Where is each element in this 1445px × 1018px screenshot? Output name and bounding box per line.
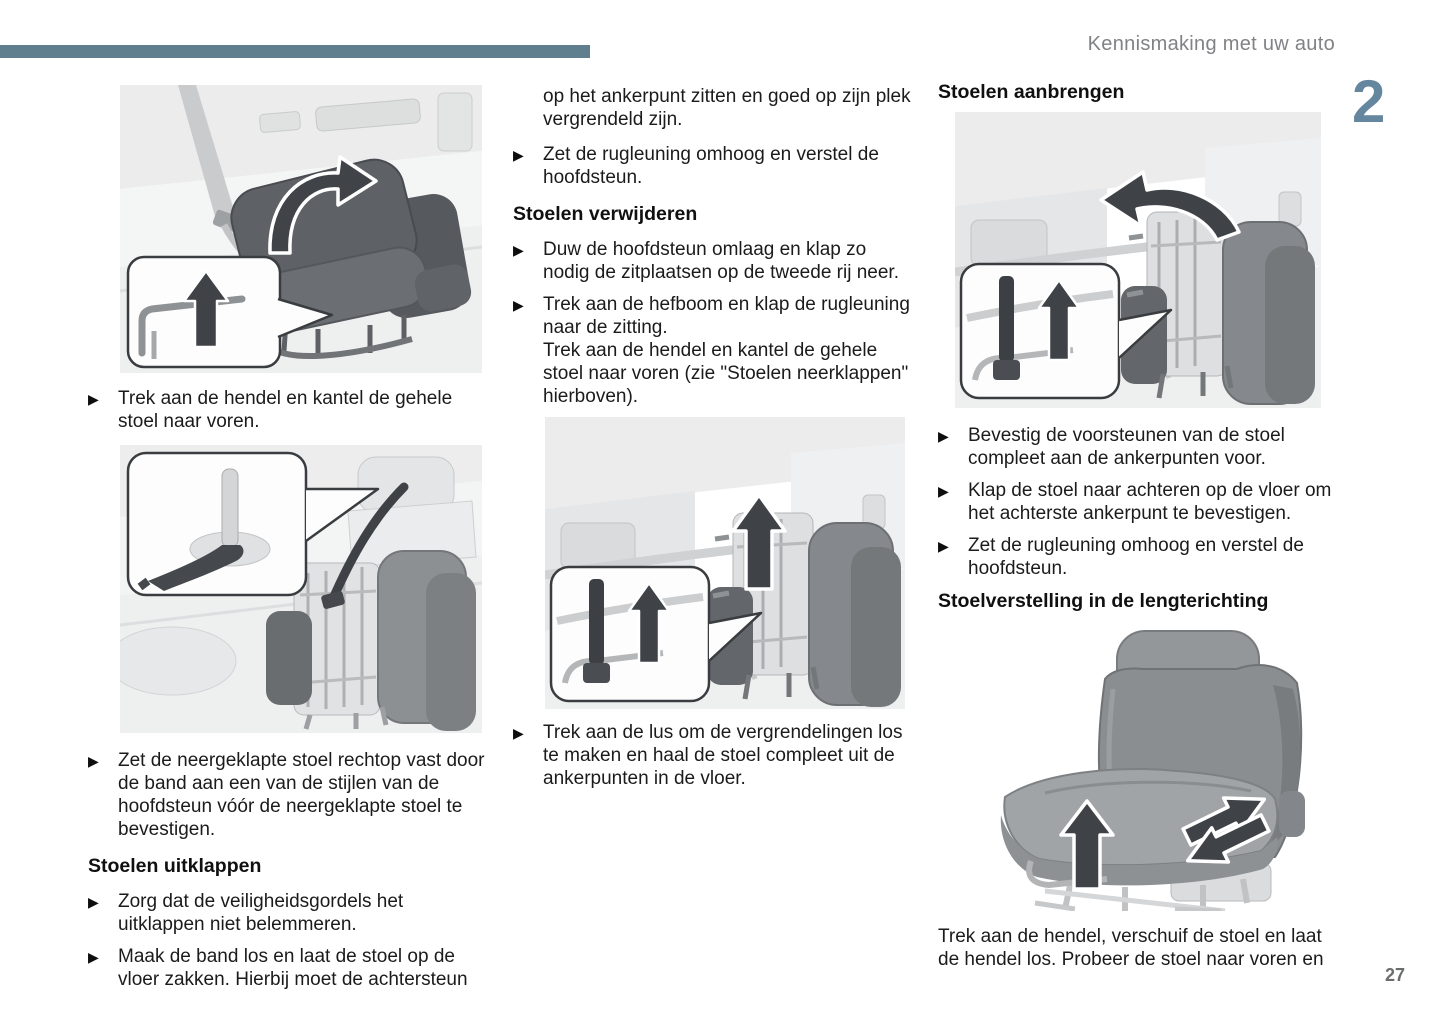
instruction-text: Bevestig de voorsteunen van de stoel com…: [968, 425, 1285, 469]
instruction-text: Zorg dat de veiligheidsgordels het uitkl…: [118, 891, 404, 935]
column-right: Stoelen aanbrengen: [938, 81, 1336, 971]
instruction-item: ▶ Trek aan de hefboom en klap de rugleun…: [513, 293, 911, 408]
seatbelt: [178, 85, 236, 227]
slide-arrows-icon: [1181, 796, 1271, 864]
figure-seat-strap-headrest: [120, 445, 486, 733]
instruction-item: ▶ Trek aan de hendel en kantel de gehele…: [88, 387, 486, 433]
instruction-text: Klap de stoel naar achteren op de vloer …: [968, 480, 1332, 524]
page-header-title: Kennismaking met uw auto: [1087, 33, 1335, 55]
bullet-triangle-icon: ▶: [938, 428, 949, 444]
instruction-item: ▶ Zet de rugleuning omhoog en verstel de…: [938, 534, 1336, 580]
column-left: ▶ Trek aan de hendel en kantel de gehele…: [88, 85, 486, 1000]
figure-seat-remove: [545, 417, 911, 709]
bullet-triangle-icon: ▶: [88, 894, 99, 910]
instruction-text: Duw de hoofdsteun omlaag en klap zo nodi…: [543, 239, 899, 283]
instruction-item: ▶ Duw de hoofdsteun omlaag en klap zo no…: [513, 238, 911, 284]
instruction-item: ▶ Zet de rugleuning omhoog en verstel de…: [513, 143, 911, 189]
page-number: 27: [1384, 965, 1405, 985]
instruction-text: Zet de neergeklapte stoel rechtop vast d…: [118, 750, 485, 840]
bullet-triangle-icon: ▶: [88, 753, 99, 769]
up-arrow-icon: [1059, 799, 1115, 891]
tipped-seat: [707, 512, 901, 707]
instruction-item: ▶ Maak de band los en laat de stoel op d…: [88, 945, 486, 991]
figure-seat-slide-adjust: [975, 623, 1336, 911]
figure-seat-fold-forward: [120, 85, 486, 373]
instruction-text: Trek aan de lus om de vergrendelingen lo…: [543, 722, 903, 789]
column-middle: op het ankerpunt zitten en goed op zijn …: [513, 85, 911, 799]
instruction-text: Trek aan de hendel en kantel de gehele s…: [118, 388, 453, 432]
up-arrow-icon: [182, 269, 230, 349]
handle-inset: [126, 255, 334, 369]
continuation-text: op het ankerpunt zitten en goed op zijn …: [543, 86, 911, 130]
instruction-item: ▶ Klap de stoel naar achteren op de vloe…: [938, 479, 1336, 525]
release-loop-inset: [959, 262, 1173, 400]
bullet-triangle-icon: ▶: [513, 297, 524, 313]
instruction-line: Trek aan de hendel en kantel de gehele s…: [543, 340, 909, 407]
bullet-triangle-icon: ▶: [88, 391, 99, 407]
bullet-triangle-icon: ▶: [88, 949, 99, 965]
lift-handle: [1026, 859, 1108, 889]
bullet-triangle-icon: ▶: [938, 538, 949, 554]
instruction-text: Trek aan de hefboom en klap de rugleunin…: [543, 293, 911, 408]
body-text: Trek aan de hendel, verschuif de stoel e…: [938, 926, 1324, 970]
section-heading: Stoelen verwijderen: [513, 203, 698, 225]
up-arrow-icon: [731, 493, 787, 591]
bullet-triangle-icon: ▶: [938, 483, 949, 499]
retaining-strap: [327, 482, 409, 606]
bullet-triangle-icon: ▶: [513, 242, 524, 258]
bullet-triangle-icon: ▶: [513, 147, 524, 163]
accent-bar: [0, 45, 590, 58]
instruction-item: ▶ Bevestig de voorsteunen van de stoel c…: [938, 424, 1336, 470]
instruction-line: Trek aan de hefboom en klap de rugleunin…: [543, 294, 910, 338]
section-heading: Stoelen uitklappen: [88, 855, 262, 877]
instruction-item: ▶ Zorg dat de veiligheidsgordels het uit…: [88, 890, 486, 936]
instruction-item: ▶ Trek aan de lus om de vergrendelingen …: [513, 721, 911, 790]
tipped-seat: [1121, 211, 1315, 405]
section-heading: Stoelverstelling in de lengterichting: [938, 590, 1269, 612]
section-heading: Stoelen aanbrengen: [938, 81, 1125, 103]
up-arrow-icon: [1037, 278, 1081, 362]
up-arrow-icon: [627, 581, 671, 665]
instruction-item: ▶ Zet de neergeklapte stoel rechtop vast…: [88, 749, 486, 841]
fold-forward-curved-arrow-icon: [268, 155, 378, 255]
tilt-forward-curved-arrow-icon: [1099, 170, 1241, 242]
release-loop-inset: [549, 565, 763, 703]
instruction-text: Maak de band los en laat de stoel op de …: [118, 946, 468, 990]
strap-inset: [126, 451, 380, 597]
chapter-number: 2: [1352, 68, 1386, 135]
bullet-triangle-icon: ▶: [513, 725, 524, 741]
instruction-text: Zet de rugleuning omhoog en verstel de h…: [968, 535, 1304, 579]
instruction-text: Zet de rugleuning omhoog en verstel de h…: [543, 144, 879, 188]
seat: [1000, 630, 1305, 886]
figure-seat-install: [955, 112, 1336, 408]
strap-on-post: [148, 545, 244, 591]
